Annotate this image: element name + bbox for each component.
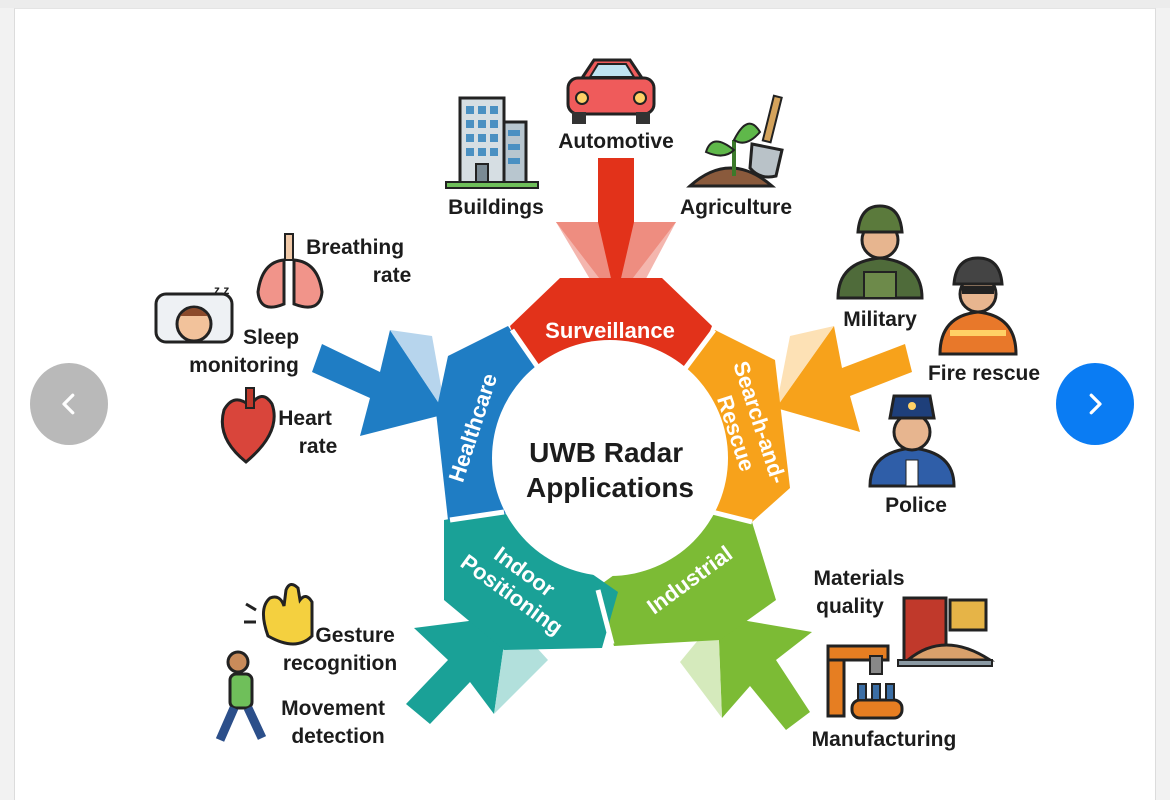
- label-agriculture: Agriculture: [680, 196, 792, 219]
- arrow-search-rescue: [776, 326, 912, 432]
- walking-person-icon: [215, 650, 267, 742]
- heart-icon: [220, 387, 276, 464]
- label-heart-rate: Heart rate: [278, 407, 338, 458]
- sleeping-face-icon: z z: [154, 283, 234, 344]
- label-breathing-rate: Breathing rate: [306, 236, 411, 287]
- plant-shovel-icon: [686, 94, 784, 188]
- robot-arm-icon: [826, 644, 904, 720]
- segment-indoor-positioning: Indoor Positioning: [444, 510, 618, 650]
- segment-label-surveillance: Surveillance: [545, 318, 675, 343]
- hand-wave-icon: [244, 583, 314, 646]
- top-bar: [0, 0, 1170, 8]
- label-sleep-monitoring: Sleep monitoring: [189, 326, 305, 377]
- segment-search-rescue: Search-and- Rescue: [672, 330, 791, 522]
- carousel-prev-button[interactable]: [30, 363, 108, 445]
- carousel-next-button[interactable]: [1056, 363, 1134, 445]
- building-icon: [445, 96, 539, 189]
- svg-text:z z: z z: [214, 283, 229, 297]
- lungs-icon: [256, 233, 324, 309]
- arrow-healthcare: [312, 330, 446, 436]
- center-title: UWB Radar Applications: [526, 437, 694, 503]
- center-circle: [492, 340, 728, 576]
- materials-icon: [897, 596, 996, 667]
- firefighter-icon: [938, 256, 1018, 356]
- label-manufacturing: Manufacturing: [812, 728, 957, 751]
- label-military: Military: [843, 308, 917, 331]
- car-icon: [566, 58, 656, 124]
- label-movement-detection: Movement detection: [281, 697, 391, 748]
- label-fire-rescue: Fire rescue: [928, 362, 1040, 385]
- label-automotive: Automotive: [558, 130, 674, 153]
- police-icon: [868, 394, 956, 488]
- label-gesture-recognition: Gesture recognition: [283, 624, 401, 675]
- label-buildings: Buildings: [448, 196, 544, 219]
- arrow-industrial: [680, 616, 812, 730]
- soldier-icon: [836, 204, 924, 300]
- chevron-right-icon: [1089, 393, 1102, 415]
- label-police: Police: [885, 494, 947, 517]
- label-materials-quality: Materials quality: [814, 567, 911, 618]
- chevron-left-icon: [62, 393, 75, 415]
